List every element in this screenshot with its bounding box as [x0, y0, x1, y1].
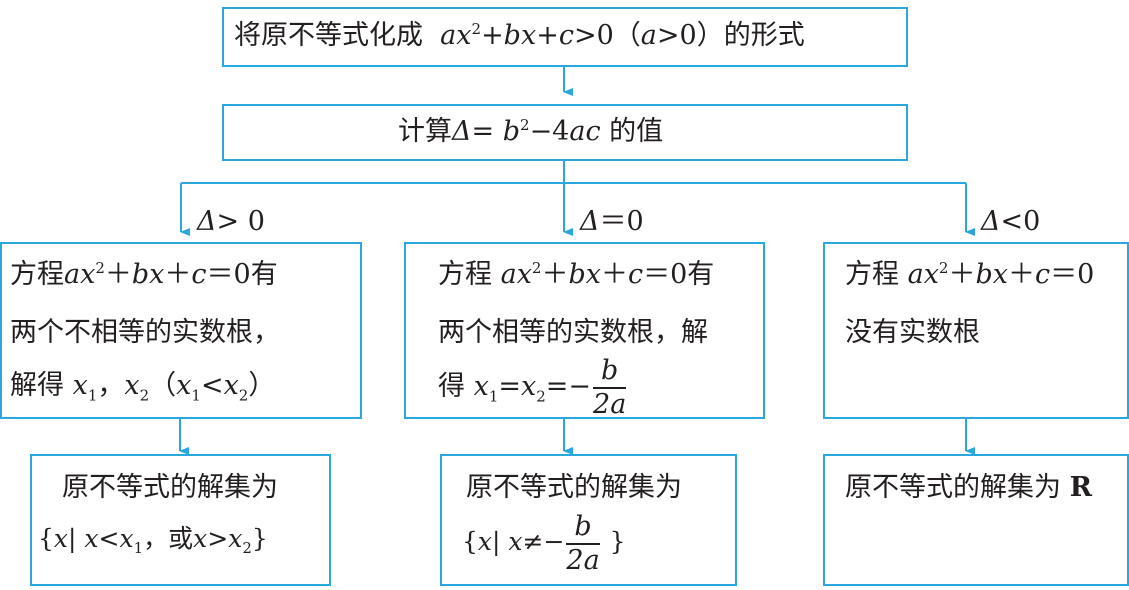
case-label-negative: Δ<0	[981, 206, 1041, 237]
case-negative-equation: 方程 ax2＋bx＋c＝0	[845, 259, 1095, 290]
case-positive-box	[0, 242, 362, 419]
case-label-positive: Δ> 0	[197, 206, 265, 237]
case-positive-solution-text: 解得 x1，x2（x1<x2）	[10, 370, 276, 405]
solution-positive-title: 原不等式的解集为	[62, 472, 278, 503]
case-negative-roots-text: 没有实数根	[845, 317, 980, 348]
solution-zero-box	[440, 454, 737, 586]
case-zero-equation: 方程 ax2＋bx＋c＝0有	[438, 259, 715, 290]
step-discriminant-box	[222, 104, 908, 161]
solution-negative-box	[823, 454, 1129, 586]
case-positive-roots-text: 两个不相等的实数根，	[10, 317, 280, 348]
case-label-zero: Δ＝0	[580, 206, 644, 237]
solution-negative-text: 原不等式的解集为 R	[845, 472, 1093, 503]
step-discriminant-text: 计算Δ= b2−4ac 的值	[398, 116, 664, 147]
step-standard-form-box	[222, 7, 908, 67]
case-zero-box	[404, 242, 765, 419]
case-negative-box	[823, 242, 1129, 419]
case-zero-roots-text: 两个相等的实数根，解	[438, 317, 708, 348]
solution-positive-set: {x| x<x1，或x>x2}	[38, 524, 268, 557]
step-standard-form-text: 将原不等式化成 ax2+bx+c>0（a>0）的形式	[234, 20, 805, 51]
solution-positive-box	[30, 454, 331, 586]
solution-zero-title: 原不等式的解集为	[466, 472, 682, 503]
case-positive-equation: 方程ax2＋bx＋c＝0有	[10, 259, 278, 290]
